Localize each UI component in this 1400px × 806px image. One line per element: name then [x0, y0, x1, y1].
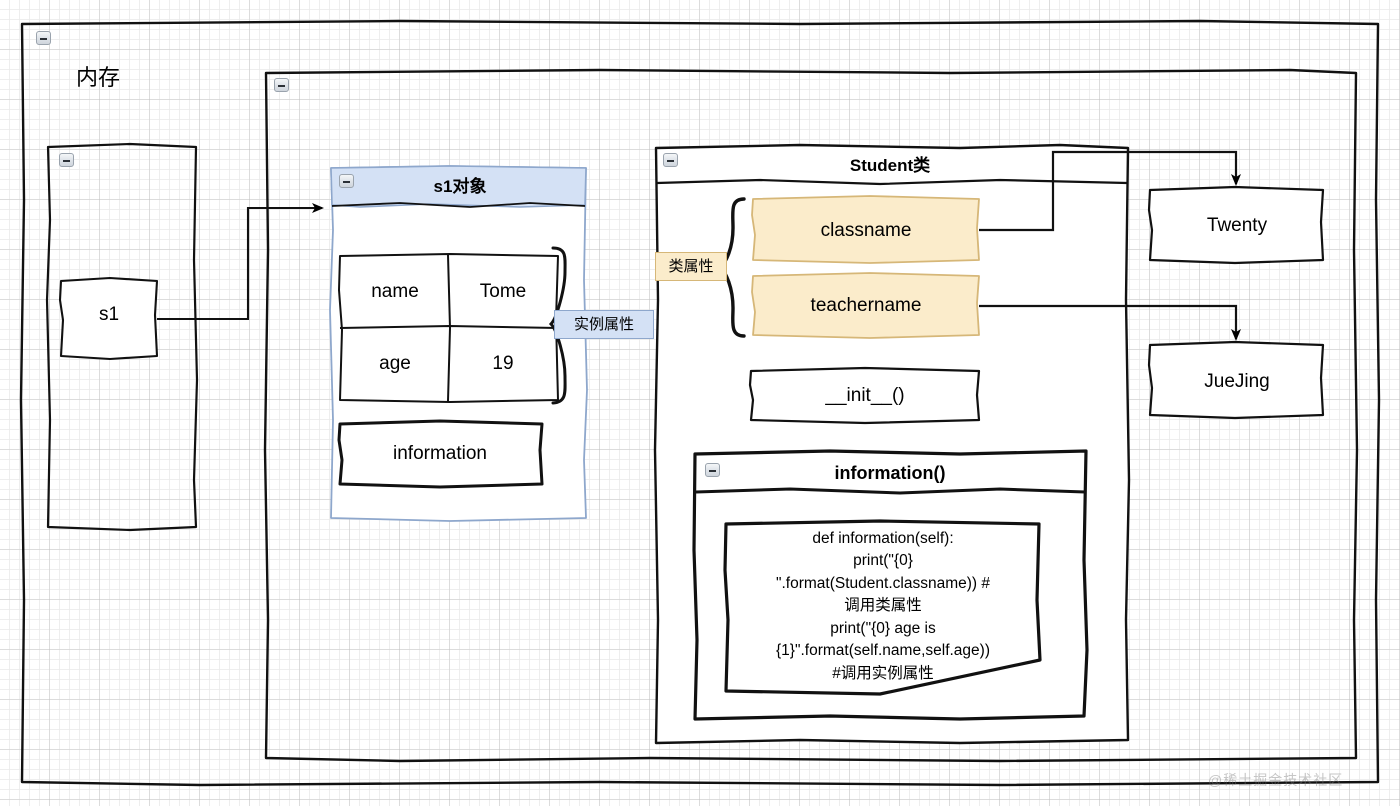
juejing-box [1147, 340, 1325, 420]
twenty-label: Twenty [1206, 214, 1268, 236]
instance-attr-table-vline [447, 254, 452, 402]
s1-information-label: information [393, 442, 487, 464]
s1-information-box [337, 419, 544, 489]
teachername-label: teachername [810, 294, 922, 316]
instance-attr-table-hline [339, 324, 559, 329]
information-panel-header-label: information() [834, 463, 946, 484]
attr-row-0-key: name [371, 280, 419, 302]
attr-row-1-value: 19 [492, 352, 514, 374]
init-method-box [748, 366, 981, 425]
teachername-to-juejing-connector [979, 304, 1241, 341]
student-class-collapse-icon[interactable] [663, 153, 678, 167]
heap-frame-collapse-icon[interactable] [274, 78, 289, 92]
memory-container-outline [19, 19, 1381, 787]
information-panel-outline [692, 449, 1089, 721]
attr-row-0-value: Tome [479, 280, 527, 302]
information-panel-collapse-icon[interactable] [705, 463, 720, 477]
watermark: @稀土掘金技术社区 [1208, 772, 1344, 788]
teachername-box [751, 272, 980, 339]
s1-object-header-divider [331, 202, 586, 208]
juejing-label: JueJing [1204, 370, 1270, 392]
memory-collapse-icon[interactable] [36, 31, 51, 45]
student-class-header-divider [656, 178, 1128, 186]
heap-container-outline [263, 68, 1359, 763]
student-class-header-label: Student类 [849, 155, 931, 175]
s1-object-header-label: s1对象 [433, 176, 487, 196]
instance-attributes-tag: 实例属性 [554, 310, 654, 339]
s1-object-collapse-icon[interactable] [339, 174, 354, 188]
init-method-label: __init__() [825, 384, 905, 406]
classname-label: classname [820, 219, 912, 241]
information-code-block: def information(self): print("{0} ".form… [776, 530, 990, 682]
class-attributes-tag: 类属性 [655, 252, 727, 281]
classname-box [751, 195, 980, 264]
s1-variable-label: s1 [98, 303, 120, 325]
code-block-outline [723, 519, 1042, 696]
variable-frame-outline [45, 142, 199, 532]
information-panel-header-divider [695, 487, 1086, 495]
instance-attr-table-outline [338, 253, 559, 403]
s1-object-header-fill [330, 165, 587, 208]
instance-attr-brace [548, 246, 567, 405]
twenty-box [1147, 185, 1325, 265]
variable-frame-collapse-icon[interactable] [59, 153, 74, 167]
s1-to-object-connector [157, 203, 324, 321]
class-attr-brace [717, 197, 746, 338]
s1-variable-box [58, 276, 159, 361]
student-class-outline [653, 143, 1131, 745]
memory-label: 内存 [76, 65, 121, 91]
classname-to-twenty-connector [979, 150, 1241, 232]
s1-object-outline [329, 165, 588, 522]
attr-row-1-key: age [379, 352, 411, 374]
